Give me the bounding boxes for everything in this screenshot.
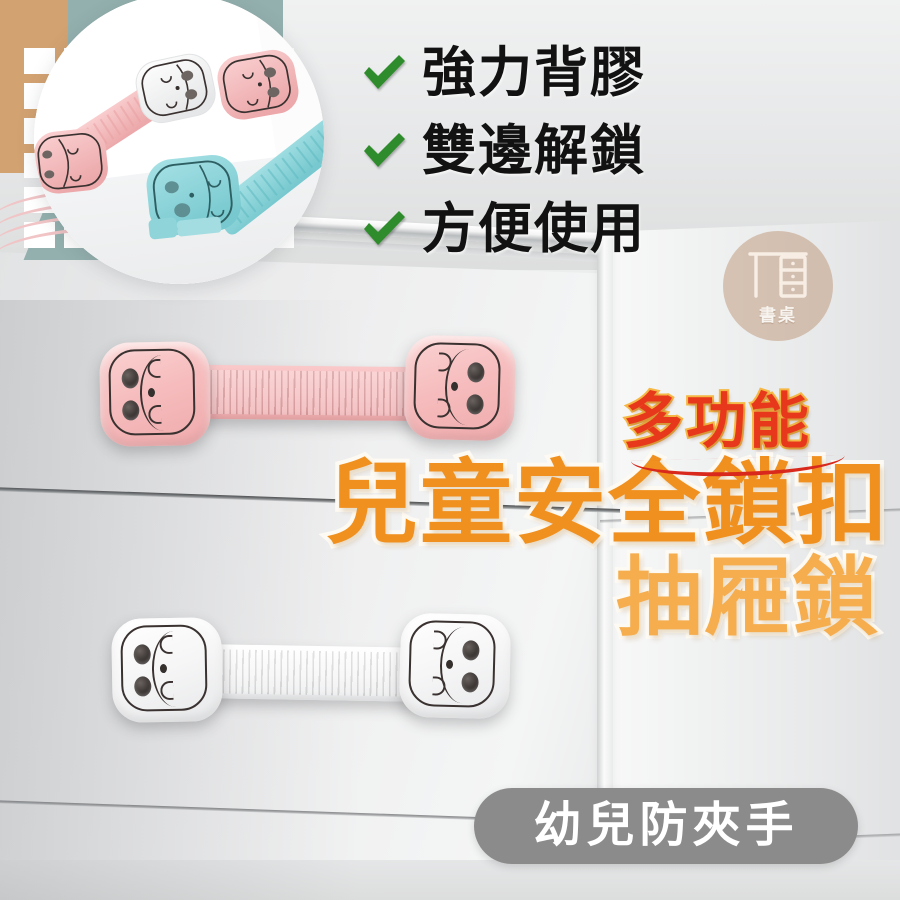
check-icon xyxy=(358,47,410,99)
feature-item: 強力背膠 xyxy=(358,34,758,112)
watermark-label: 書桌 xyxy=(759,306,797,325)
bottom-badge: 幼兒防夾手 xyxy=(474,788,858,864)
feature-item: 雙邊解鎖 xyxy=(358,112,758,190)
lock-mouth xyxy=(160,680,174,701)
feature-list: 強力背膠 雙邊解鎖 方便使用 xyxy=(358,34,758,268)
inset-blue-lock-strap xyxy=(211,118,324,235)
white-lock-strap xyxy=(203,644,427,702)
lock-mouth xyxy=(159,634,173,655)
headline-line-2: 抽屜鎖 xyxy=(613,549,882,646)
feature-label: 雙邊解鎖 xyxy=(422,121,646,181)
inset-pink-lock-pad xyxy=(217,49,299,120)
lock-mouth xyxy=(147,358,161,379)
headline-kicker: 多功能 xyxy=(621,388,812,455)
bottom-badge-label: 幼兒防夾手 xyxy=(533,799,799,852)
lock-mouth xyxy=(148,404,162,425)
feature-label: 方便使用 xyxy=(422,199,646,259)
lock-nose xyxy=(159,664,168,674)
check-icon xyxy=(358,125,410,177)
white-lock-pad-left xyxy=(111,617,223,723)
check-icon xyxy=(358,203,410,255)
inset-blue-lock xyxy=(146,154,241,240)
lock-eye xyxy=(134,676,152,697)
feature-label: 強力背膠 xyxy=(422,43,646,103)
product-inset-circle xyxy=(34,0,324,284)
inset-locks-illustration xyxy=(34,49,324,240)
headline-block: 多功能 兒童安全鎖扣 抽屜鎖 xyxy=(240,388,892,647)
lock-nose xyxy=(147,388,156,398)
shop-watermark: 書桌 xyxy=(723,231,833,341)
inset-pink-lock-pad2 xyxy=(34,128,108,194)
headline-line-1: 兒童安全鎖扣 xyxy=(322,453,892,555)
desk-icon xyxy=(747,246,809,298)
feature-item: 方便使用 xyxy=(358,190,758,268)
pink-lock-pad-left xyxy=(99,341,211,447)
inset-white-lock xyxy=(135,53,216,124)
floor-strip xyxy=(0,860,900,900)
lock-eye xyxy=(122,400,140,421)
